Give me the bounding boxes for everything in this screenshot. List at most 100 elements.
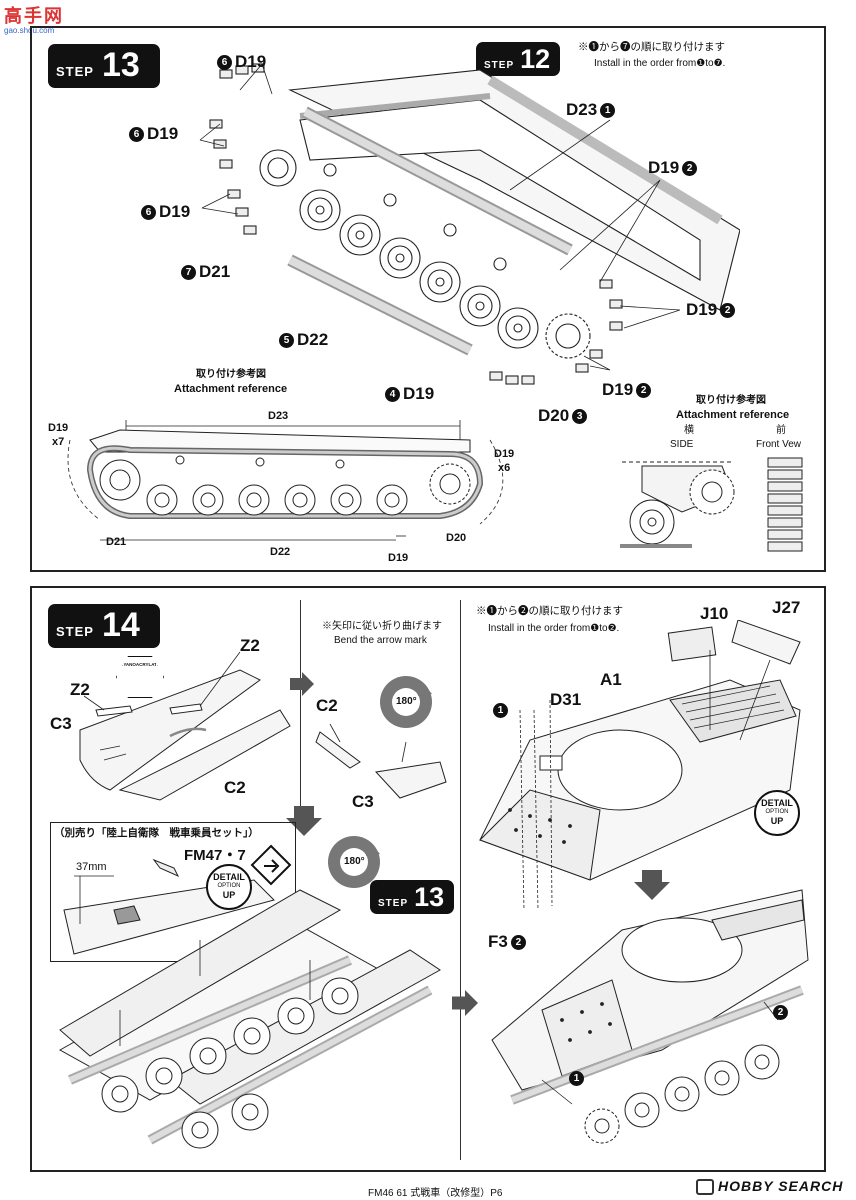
detail-up-badge-a: DETAIL OPTION UP bbox=[206, 864, 252, 910]
optional-detail-box bbox=[50, 822, 296, 962]
attachment-ref2-title-en: Attachment reference bbox=[676, 409, 790, 421]
order-badge: 6 bbox=[129, 127, 144, 143]
step-number: 12 bbox=[520, 44, 551, 74]
ref-d22: D22 bbox=[270, 546, 291, 558]
attachment-ref-title-ja: 取り付け参考図 bbox=[196, 369, 266, 380]
ref-x7: x7 bbox=[52, 436, 65, 448]
site-logo: 高手网 gao.shou.com bbox=[4, 2, 76, 35]
logo-mark-icon bbox=[696, 1179, 714, 1196]
step13-badge: STEP 13 bbox=[48, 44, 160, 88]
order-badge: 2 bbox=[720, 303, 736, 319]
step12-ref-badge: STEP 12 bbox=[476, 42, 560, 76]
side-en: SIDE bbox=[670, 439, 694, 450]
label-j10: J10 bbox=[700, 604, 729, 623]
hand-hint-icon bbox=[250, 844, 292, 886]
install-order2-en: Install in the order from❶to❷. bbox=[488, 623, 620, 634]
step14-badge: STEP 14 bbox=[48, 604, 160, 648]
order-badge: 5 bbox=[279, 333, 294, 349]
label-z2b: Z2 bbox=[70, 680, 90, 699]
label-c3a: C3 bbox=[50, 714, 72, 733]
order-badge: 6 bbox=[217, 55, 232, 71]
arrow-down-icon-a bbox=[286, 806, 322, 836]
page-caption: FM46 61 式戦車（改修型）P6 bbox=[368, 1188, 503, 1199]
label-d31: D31 bbox=[550, 690, 582, 709]
order-badge: 2 bbox=[636, 383, 652, 399]
step-number: 14 bbox=[101, 606, 140, 644]
hobby-search-text: HOBBY SEARCH bbox=[718, 1178, 844, 1194]
ref-x6: x6 bbox=[498, 462, 511, 474]
attachment-ref-title-en: Attachment reference bbox=[174, 383, 288, 395]
rotate-180-label-b: 180° bbox=[344, 856, 365, 867]
install-order-note-ja: ※❶から❼の順に取り付けます bbox=[578, 41, 725, 53]
assembled-tank-illustration bbox=[491, 889, 809, 1144]
ref-d19: D19 bbox=[388, 552, 409, 564]
ref-d19-x7: D19 bbox=[48, 422, 69, 434]
install-order2-ja: ※❶から❷の順に取り付けます bbox=[476, 605, 623, 617]
optional-kit-note: （別売り「陸上自衛隊 戦車乗員セット」） bbox=[54, 827, 259, 839]
cyanoacrylate-badge: CYANOACRYLATE bbox=[116, 656, 164, 698]
arrow-right-icon bbox=[290, 672, 314, 696]
ref-d20: D20 bbox=[446, 532, 467, 544]
order-badge: 7 bbox=[181, 265, 196, 281]
ref-d23: D23 bbox=[268, 410, 289, 422]
label-c3b: C3 bbox=[352, 792, 374, 811]
divider-2 bbox=[460, 600, 461, 1160]
step14-panel bbox=[30, 586, 826, 1172]
order-badge: 2 bbox=[510, 935, 526, 951]
front-en: Front Vew bbox=[756, 439, 802, 450]
label-c2b: C2 bbox=[316, 696, 338, 715]
bend-parts-illustration bbox=[315, 723, 447, 799]
attachment-ref2-title-ja: 取り付け参考図 bbox=[696, 395, 766, 406]
install-order-note-en: Install in the order from❶to❼. bbox=[594, 58, 726, 69]
label-a1: A1 bbox=[600, 670, 622, 689]
order-badge-1a: 1 bbox=[490, 702, 511, 720]
hull-with-fenders-illustration bbox=[58, 889, 441, 1149]
step-word: STEP bbox=[484, 60, 515, 71]
divider-1 bbox=[300, 600, 301, 810]
detail-up-badge-b: DETAIL OPTION UP bbox=[754, 790, 800, 836]
order-badge: 1 bbox=[600, 103, 616, 119]
rotate-180-icon-a bbox=[380, 676, 432, 728]
bend-note-ja: ※矢印に従い折り曲げます bbox=[322, 621, 442, 632]
order-badge: 3 bbox=[572, 409, 588, 425]
step-number: 13 bbox=[101, 46, 140, 84]
step-word: STEP bbox=[56, 64, 94, 79]
step13-ref-badge: STEP 13 bbox=[370, 880, 454, 914]
step-word: STEP bbox=[378, 898, 409, 909]
fender-c2-c3-assembly bbox=[79, 651, 291, 801]
label-j27: J27 bbox=[772, 598, 801, 617]
rotate-180-label-a: 180° bbox=[396, 696, 417, 707]
order-badge: 2 bbox=[682, 161, 698, 177]
ref-d21: D21 bbox=[106, 536, 127, 548]
arrow-down-icon-b bbox=[634, 870, 670, 900]
order-badge: 4 bbox=[385, 387, 400, 403]
hobby-search-logo: HOBBY SEARCH bbox=[696, 1178, 844, 1196]
order-badge-1b: 1 bbox=[566, 1070, 587, 1088]
bend-note-en: Bend the arrow mark bbox=[334, 635, 427, 646]
logo-text: 高手网 bbox=[4, 6, 64, 26]
label-37mm: 37mm bbox=[76, 861, 107, 873]
arrow-right-icon-b bbox=[452, 990, 478, 1016]
logo-sub: gao.shou.com bbox=[4, 26, 55, 35]
order-badge: 6 bbox=[141, 205, 156, 221]
order-badge-2b: 2 bbox=[770, 1004, 791, 1022]
label-z2a: Z2 bbox=[240, 636, 260, 655]
side-front-detail-diagram bbox=[620, 457, 803, 552]
side-track-reference-diagram bbox=[67, 420, 504, 541]
step-word: STEP bbox=[56, 624, 94, 639]
label-fm47: FM47・7 bbox=[184, 847, 246, 864]
cyanoacrylate-text: CYANOACRYLATE bbox=[120, 662, 160, 667]
ref-d19-x6: D19 bbox=[494, 448, 515, 460]
upper-hull-top-illustration bbox=[479, 620, 801, 911]
